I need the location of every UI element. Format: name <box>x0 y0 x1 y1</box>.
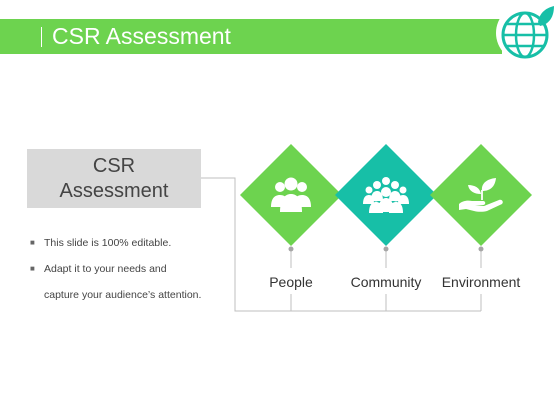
csr-assessment-box: CSR Assessment <box>27 149 201 208</box>
community-diamond <box>335 144 437 246</box>
bullet-dot-icon: ■ <box>30 238 35 247</box>
globe-leaf-icon <box>496 4 554 62</box>
title-bar <box>0 19 502 54</box>
pillar-label-community: Community <box>350 274 422 290</box>
community-icon <box>363 177 409 213</box>
bullet-text-continued: capture your audience’s attention. <box>44 289 202 301</box>
bullet-item: ■ Adapt it to your needs and capture you… <box>30 256 230 308</box>
environment-diamond <box>430 144 532 246</box>
pillar-label-people: People <box>269 274 313 290</box>
bullet-text: Adapt it to your needs and <box>44 263 167 275</box>
bullet-list: ■ This slide is 100% editable. ■ Adapt i… <box>30 230 230 308</box>
page-title: CSR Assessment <box>52 23 231 49</box>
plant-in-hand-icon <box>459 178 503 212</box>
bullet-text: This slide is 100% editable. <box>44 237 172 249</box>
title-divider <box>41 27 42 47</box>
bullet-dot-icon: ■ <box>30 264 35 273</box>
csr-box-line1: CSR <box>92 154 136 177</box>
pillar-label-environment: Environment <box>441 274 521 290</box>
people-diamond <box>240 144 342 246</box>
csr-box-line2: Assessment <box>59 179 169 202</box>
people-icon <box>271 177 311 212</box>
bullet-item: ■ This slide is 100% editable. <box>30 230 230 256</box>
